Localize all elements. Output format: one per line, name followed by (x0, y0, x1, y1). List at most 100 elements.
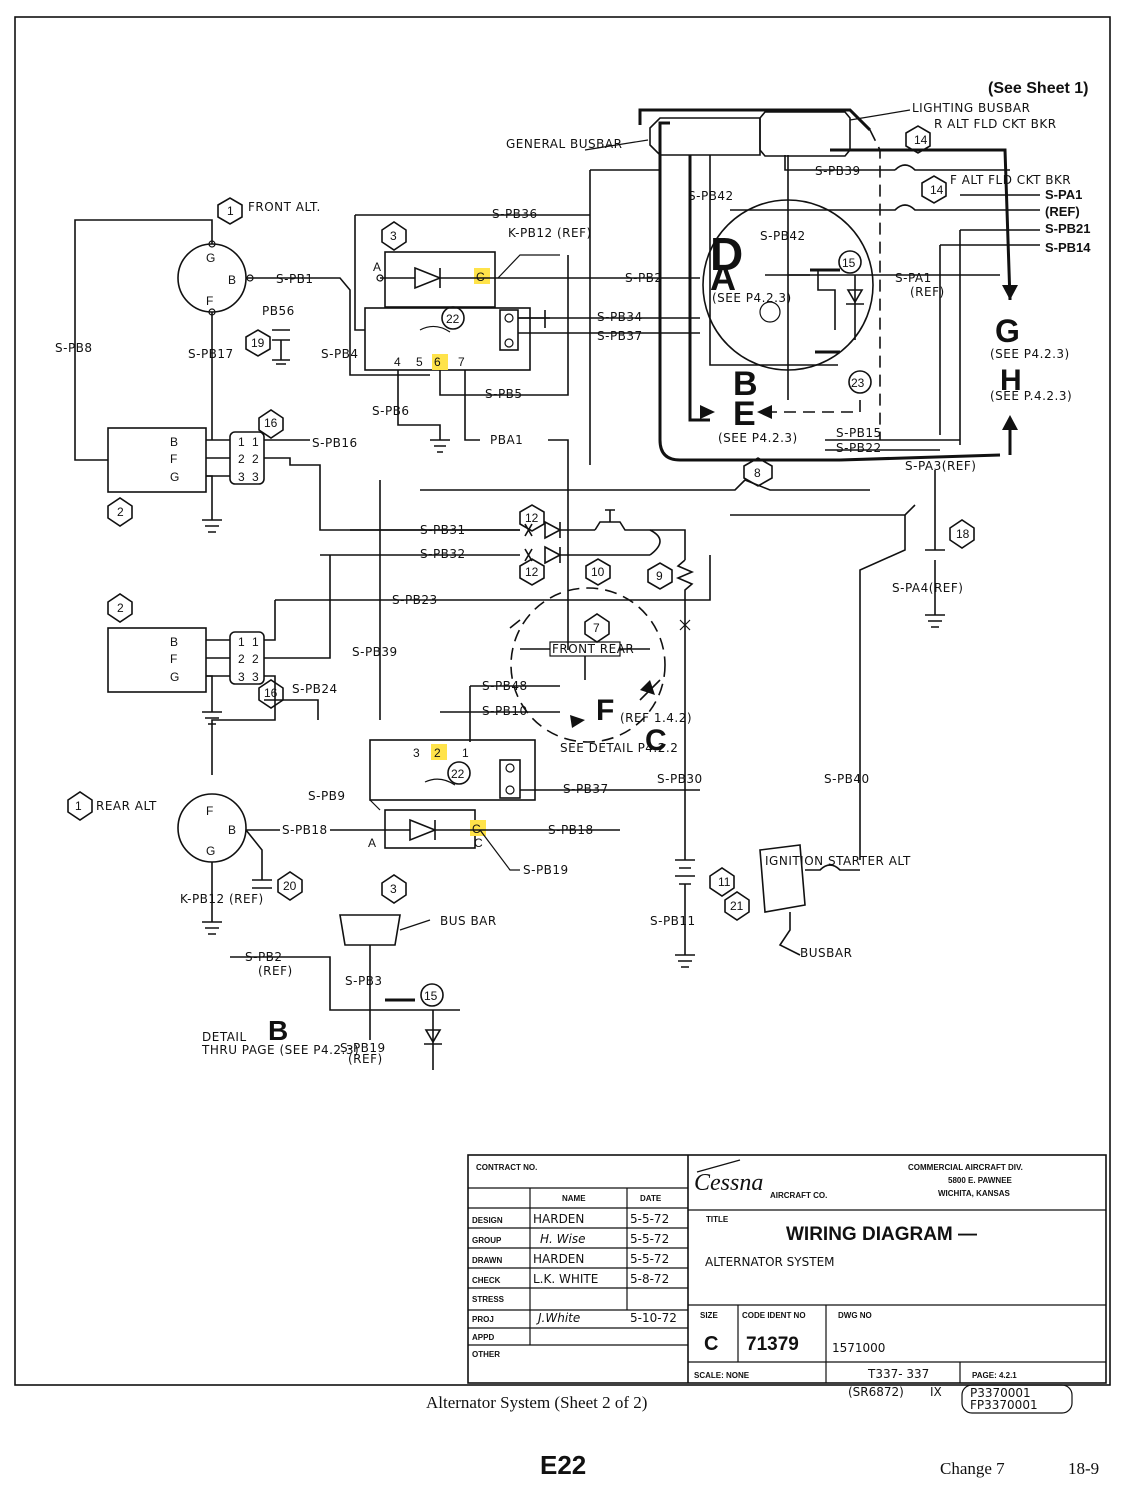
svg-text:23: 23 (851, 376, 865, 390)
svg-text:1: 1 (252, 435, 259, 449)
svg-text:A: A (373, 260, 381, 274)
svg-text:S-PB15: S-PB15 (836, 426, 882, 440)
detail-G: G (995, 313, 1020, 349)
svg-text:2: 2 (434, 746, 441, 760)
bkr14a-hex (905, 125, 931, 154)
busbar-label-2: BUSBAR (800, 946, 852, 960)
dashed-bus-loop (869, 129, 881, 440)
svg-text:S-PB8: S-PB8 (55, 341, 93, 355)
svg-text:S-PB37: S-PB37 (597, 329, 643, 343)
svg-text:IGNITION STARTER ALT: IGNITION STARTER ALT (765, 854, 911, 868)
drawing-title-2: ALTERNATOR SYSTEM (705, 1255, 835, 1269)
svg-text:DRAWN: DRAWN (472, 1256, 502, 1265)
svg-text:S-PB4: S-PB4 (321, 347, 359, 361)
svg-text:B: B (228, 273, 236, 287)
svg-text:3: 3 (238, 470, 245, 484)
svg-text:1: 1 (227, 204, 234, 218)
svg-text:(SEE P4.2.3): (SEE P4.2.3) (990, 347, 1070, 361)
svg-text:5: 5 (416, 355, 423, 369)
general-busbar-label: GENERAL BUSBAR (506, 137, 622, 151)
svg-text:S-PB16: S-PB16 (312, 436, 358, 450)
ignition-starter-switch (759, 844, 806, 913)
svg-text:S-PB19: S-PB19 (340, 1041, 386, 1055)
svg-text:3: 3 (252, 470, 259, 484)
svg-text:1: 1 (75, 799, 82, 813)
svg-text:S-PA1: S-PA1 (895, 271, 932, 285)
svg-text:L.K. WHITE: L.K. WHITE (533, 1272, 598, 1286)
svg-text:C: C (472, 822, 481, 836)
svg-text:(REF): (REF) (910, 285, 945, 299)
detail-F: F (596, 694, 614, 727)
cessna-logo: Cessna (694, 1170, 763, 1196)
svg-text:S-PB39: S-PB39 (352, 645, 398, 659)
svg-text:S-PA1: S-PA1 (1045, 187, 1082, 202)
drawing-title-1: WIRING DIAGRAM — (786, 1224, 977, 1245)
svg-text:1: 1 (238, 635, 245, 649)
svg-text:1: 1 (462, 746, 469, 760)
svg-text:TITLE: TITLE (706, 1215, 729, 1224)
svg-text:FRONT REAR: FRONT REAR (552, 642, 634, 656)
change-note: Change 7 (940, 1459, 1005, 1478)
svg-text:5-10-72: 5-10-72 (630, 1311, 677, 1325)
svg-text:PROJ: PROJ (472, 1315, 494, 1324)
svg-text:S-PB11: S-PB11 (650, 914, 696, 928)
svg-text:FP3370001: FP3370001 (970, 1398, 1038, 1412)
svg-text:CHECK: CHECK (472, 1276, 501, 1285)
svg-text:(REF): (REF) (1045, 204, 1080, 219)
svg-text:3: 3 (390, 229, 397, 243)
lighting-busbar-label: LIGHTING BUSBAR (912, 101, 1030, 115)
svg-text:20: 20 (283, 879, 297, 893)
svg-text:4: 4 (394, 355, 401, 369)
svg-text:14: 14 (914, 133, 928, 147)
svg-text:DWG NO: DWG NO (838, 1311, 872, 1320)
svg-text:11: 11 (718, 875, 731, 889)
svg-text:S-PB21: S-PB21 (1045, 221, 1091, 236)
rear-diode-box (384, 809, 476, 849)
hl-c-front (474, 268, 490, 284)
main-bus-loop (658, 121, 840, 462)
svg-text:K-PB12 (REF): K-PB12 (REF) (508, 226, 592, 240)
svg-text:B: B (170, 435, 178, 449)
see-sheet-note: (See Sheet 1) (988, 80, 1088, 97)
svg-text:S-PB14: S-PB14 (1045, 240, 1091, 255)
svg-text:22: 22 (446, 312, 460, 326)
svg-text:15: 15 (842, 256, 856, 270)
rear-alt-control-box (107, 627, 207, 693)
svg-text:(REF): (REF) (258, 964, 293, 978)
svg-text:3: 3 (252, 670, 259, 684)
svg-text:F: F (170, 452, 177, 466)
svg-text:2: 2 (117, 505, 124, 519)
svg-text:B: B (170, 635, 178, 649)
svg-text:S-PB2: S-PB2 (625, 271, 663, 285)
svg-text:S-PB32: S-PB32 (420, 547, 466, 561)
title-block: CONTRACT NO. NAME DATE DESIGN HARDEN 5-5… (467, 1154, 1107, 1414)
hl-2-rear (431, 744, 447, 760)
svg-text:5-5-72: 5-5-72 (630, 1212, 669, 1226)
svg-text:HARDEN: HARDEN (533, 1212, 584, 1226)
svg-text:GROUP: GROUP (472, 1236, 502, 1245)
svg-text:S-PB10: S-PB10 (482, 704, 528, 718)
svg-text:(SEE P4.2.3): (SEE P4.2.3) (718, 431, 798, 445)
svg-text:5-8-72: 5-8-72 (630, 1272, 669, 1286)
svg-text:S-PB30: S-PB30 (657, 772, 703, 786)
svg-text:7: 7 (458, 355, 465, 369)
svg-text:S-PB19: S-PB19 (523, 863, 569, 877)
drawing-number: 1571000 (832, 1341, 885, 1355)
svg-text:THRU PAGE (SEE P4.2.3): THRU PAGE (SEE P4.2.3) (201, 1043, 359, 1057)
svg-text:15: 15 (424, 989, 438, 1003)
svg-text:2: 2 (252, 452, 259, 466)
svg-text:COMMERCIAL AIRCRAFT DIV.: COMMERCIAL AIRCRAFT DIV. (908, 1163, 1023, 1172)
svg-text:C: C (474, 836, 483, 850)
svg-text:(REF): (REF) (348, 1052, 383, 1066)
svg-text:9: 9 (656, 569, 663, 583)
svg-text:16: 16 (264, 416, 278, 430)
svg-text:(SR6872): (SR6872) (848, 1385, 904, 1399)
svg-text:DATE: DATE (640, 1194, 662, 1203)
svg-text:OTHER: OTHER (472, 1350, 500, 1359)
svg-text:S-PB23: S-PB23 (392, 593, 438, 607)
svg-text:(SEE P.4.2.3): (SEE P.4.2.3) (990, 389, 1072, 403)
svg-text:T337- 337: T337- 337 (867, 1367, 929, 1381)
svg-text:14: 14 (930, 183, 944, 197)
svg-text:8: 8 (754, 466, 761, 480)
svg-text:BUS BAR: BUS BAR (440, 914, 497, 928)
